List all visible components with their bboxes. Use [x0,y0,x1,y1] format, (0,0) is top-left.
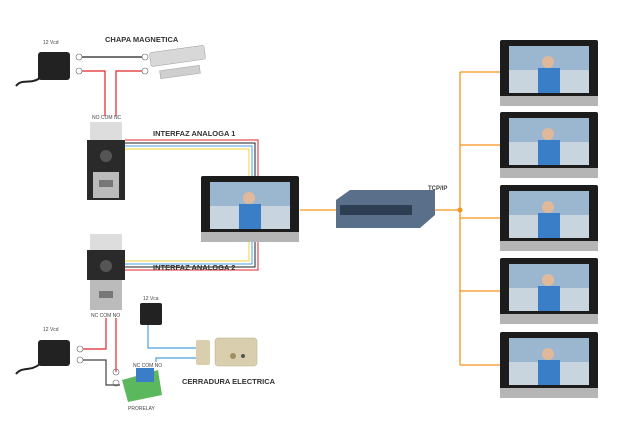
relay-module [122,368,162,402]
network-wiring [300,71,500,366]
interface2-label: INTERFAZ ANALOGA 2 [153,263,235,272]
indoor-monitor-2 [500,112,598,178]
panel1-terminals-label: NO COM NC [92,115,122,121]
electric-strike [196,337,258,367]
power-supply-top [15,52,70,87]
power-supply-bottom [15,340,70,375]
door-station-1 [87,122,125,200]
relay-label: PRORELAY [128,406,156,412]
terminal-marks [75,53,149,387]
psu-ac-label: 12 Vca [143,296,159,302]
power-supply-ac [140,303,162,325]
indoor-monitor-main [201,176,299,242]
strike-label: CERRADURA ELECTRICA [182,377,276,386]
relay-terminals-label: NC COM NO [133,363,162,369]
maglock-label: CHAPA MAGNETICA [105,35,179,44]
junction-dot [457,207,463,213]
door-station-2 [87,234,125,310]
maglock-wires [82,56,142,116]
interface-wires [125,139,259,271]
psu-top-label: 12 Vcd [43,40,59,46]
strike-wires [83,318,196,386]
panel2-terminals-label: NC COM NO [91,313,120,319]
indoor-monitor-5 [500,332,598,398]
interface1-label: INTERFAZ ANALOGA 1 [153,129,235,138]
indoor-monitor-1 [500,40,598,106]
indoor-monitor-4 [500,258,598,324]
magnetic-lock [149,45,206,80]
tcpip-label: TCP/IP [428,186,447,192]
indoor-monitor-3 [500,185,598,251]
poe-switch [336,190,435,228]
psu-bottom-label: 12 Vcd [43,327,59,333]
